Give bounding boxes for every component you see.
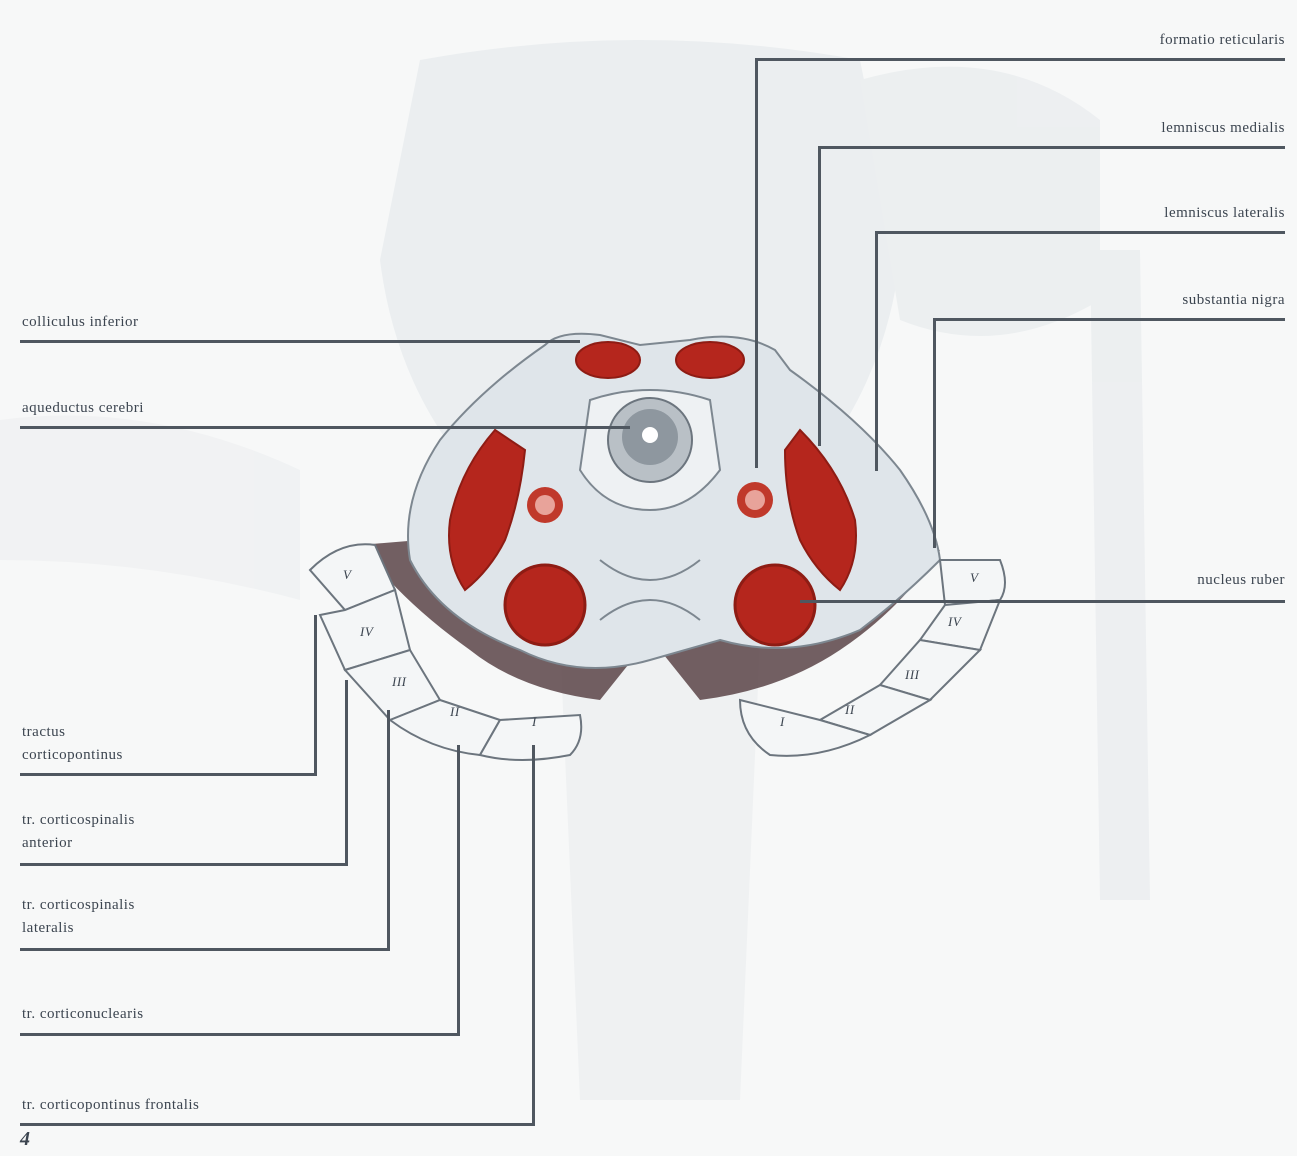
label-corticospinalis-lateralis-1: tr. corticospinalis bbox=[22, 895, 135, 915]
leader-lemniscus-lateralis-v bbox=[875, 231, 878, 471]
label-corticopontinus-frontalis: tr. corticopontinus frontalis bbox=[22, 1095, 199, 1115]
leader-substantia-nigra-v bbox=[933, 318, 936, 548]
label-aqueductus-cerebri: aqueductus cerebri bbox=[22, 398, 144, 418]
label-corticonuclearis: tr. corticonuclearis bbox=[22, 1004, 144, 1024]
leader-tractus-corticopontinus-v bbox=[314, 615, 317, 776]
label-formatio-reticularis: formatio reticularis bbox=[1160, 30, 1285, 50]
leader-formatio-reticularis-v bbox=[755, 58, 758, 468]
leader-lemniscus-medialis-h bbox=[818, 146, 1285, 149]
leader-aqueductus-cerebri bbox=[20, 426, 630, 429]
nucleus-ruber-right bbox=[735, 565, 815, 645]
leader-lemniscus-lateralis-h bbox=[875, 231, 1285, 234]
leader-substantia-nigra-h bbox=[933, 318, 1285, 321]
segment-label-right-iii: III bbox=[905, 665, 920, 685]
leader-corticospinalis-anterior-v bbox=[345, 680, 348, 866]
segment-label-left-ii: II bbox=[450, 702, 460, 722]
leader-corticonuclearis-h bbox=[20, 1033, 460, 1036]
label-nucleus-ruber: nucleus ruber bbox=[1197, 570, 1285, 590]
label-corticospinalis-lateralis-2: lateralis bbox=[22, 918, 74, 938]
segment-label-right-ii: II bbox=[845, 700, 855, 720]
segment-label-left-v: V bbox=[343, 565, 351, 585]
leader-corticospinalis-lateralis-h bbox=[20, 948, 390, 951]
leader-nucleus-ruber bbox=[800, 600, 1285, 603]
leader-corticopontinus-frontalis-v bbox=[532, 745, 535, 1126]
label-corticospinalis-anterior-2: anterior bbox=[22, 833, 73, 853]
segment-label-left-iv: IV bbox=[360, 622, 373, 642]
aqueductus-cerebri-lumen bbox=[642, 427, 658, 443]
label-colliculus-inferior: colliculus inferior bbox=[22, 312, 139, 332]
label-substantia-nigra: substantia nigra bbox=[1182, 290, 1285, 310]
segment-label-right-v: V bbox=[970, 568, 978, 588]
segment-label-left-i: I bbox=[532, 712, 537, 732]
figure-number: 4 bbox=[20, 1128, 30, 1151]
colliculus-right bbox=[676, 342, 744, 378]
leader-corticopontinus-frontalis-h bbox=[20, 1123, 535, 1126]
leader-lemniscus-medialis-v bbox=[818, 146, 821, 446]
leader-corticospinalis-lateralis-v bbox=[387, 710, 390, 951]
label-corticospinalis-anterior-1: tr. corticospinalis bbox=[22, 810, 135, 830]
label-tractus-corticopontinus-2: corticopontinus bbox=[22, 745, 123, 765]
label-lemniscus-lateralis: lemniscus lateralis bbox=[1164, 203, 1285, 223]
formatio-reticularis-right bbox=[737, 482, 773, 518]
label-lemniscus-medialis: lemniscus medialis bbox=[1161, 118, 1285, 138]
leader-corticospinalis-anterior-h bbox=[20, 863, 348, 866]
colliculus-left bbox=[576, 342, 640, 378]
formatio-reticularis-left bbox=[527, 487, 563, 523]
leader-formatio-reticularis-h bbox=[755, 58, 1285, 61]
segment-label-right-iv: IV bbox=[948, 612, 961, 632]
segment-label-left-iii: III bbox=[392, 672, 407, 692]
leader-colliculus-inferior bbox=[20, 340, 580, 343]
nucleus-ruber-left bbox=[505, 565, 585, 645]
segment-label-right-i: I bbox=[780, 712, 785, 732]
leader-tractus-corticopontinus-h bbox=[20, 773, 317, 776]
label-tractus-corticopontinus-1: tractus bbox=[22, 722, 65, 742]
leader-corticonuclearis-v bbox=[457, 745, 460, 1036]
